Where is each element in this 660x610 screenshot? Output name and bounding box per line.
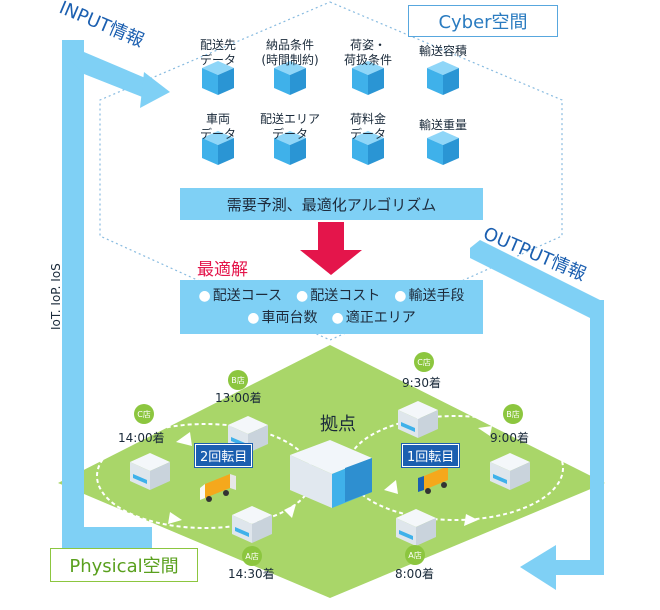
right-route-loop: [346, 415, 564, 521]
algorithm-box: 需要予測、最適化アルゴリズム: [180, 188, 483, 220]
data-item-line: データ: [271, 127, 308, 141]
data-item-line: 輸送重量: [418, 118, 467, 132]
data-cube-icon: [274, 61, 306, 95]
data-cube-icon: [274, 131, 306, 165]
data-item-line: (時間制約): [261, 53, 319, 67]
store-building-icon: [130, 453, 170, 490]
data-cube-icon: [427, 61, 459, 95]
data-cube-icon: [202, 61, 234, 95]
data-cube-icon: [352, 61, 384, 95]
hub-label: 拠点: [320, 414, 356, 435]
data-item-line: 荷姿・: [349, 38, 386, 52]
hub-building: [290, 440, 372, 508]
data-item-line: データ: [199, 53, 236, 67]
store-building-icon: [232, 506, 272, 543]
data-item-label: 配送先データ: [173, 38, 263, 68]
store-badge: B店: [228, 370, 248, 390]
iot-label: IoT. IoP. IoS: [49, 263, 63, 330]
store-badge: C店: [414, 352, 434, 372]
store-badge: A店: [405, 545, 425, 565]
data-item-line: 輸送容積: [418, 44, 467, 58]
data-item-line: 車両: [205, 112, 230, 126]
optimal-item: 車両台数: [247, 307, 318, 329]
data-item-line: 配送先: [199, 38, 236, 52]
optimal-item: 輸送手段: [394, 285, 464, 307]
data-cube-icon: [202, 131, 234, 165]
store-arrival-time: 14:30着: [228, 567, 275, 581]
store-buildings: [130, 401, 530, 546]
data-item-line: 配送エリア: [259, 112, 320, 126]
store-building-icon: [398, 401, 438, 438]
store-building-icon: [490, 453, 530, 490]
data-item-line: 荷料金: [349, 112, 386, 126]
cyber-space-outline: [99, 1, 563, 341]
input-arrow: [62, 40, 170, 549]
data-item-line: 納品条件: [265, 38, 314, 52]
optimal-item: 適正エリア: [332, 307, 416, 329]
store-arrival-time: 9:00着: [490, 431, 529, 445]
route-arrowheads: [168, 426, 492, 526]
truck-left: [200, 474, 236, 502]
optimal-items-row-2: 車両台数 適正エリア: [180, 307, 483, 329]
data-item-line: データ: [199, 127, 236, 141]
truck-right: [418, 466, 448, 494]
data-item-label: 配送エリアデータ: [245, 112, 335, 142]
optimal-item: 配送コース: [199, 285, 282, 307]
trip-count-tag: 1回転目: [400, 443, 461, 468]
data-cube-icon: [427, 131, 459, 165]
store-building-icon: [396, 509, 436, 546]
store-badge: B店: [503, 404, 523, 424]
data-cube-icon: [352, 131, 384, 165]
store-badge: A店: [242, 546, 262, 566]
down-arrow: [300, 222, 362, 275]
optimal-items-row-1: 配送コース 配送コスト 輸送手段: [180, 285, 483, 307]
data-item-label: 輸送容積: [398, 44, 488, 59]
store-arrival-time: 9:30着: [402, 376, 441, 390]
store-arrival-time: 8:00着: [395, 567, 434, 581]
store-badge: C店: [134, 404, 154, 424]
data-item-label: 納品条件(時間制約): [245, 38, 335, 68]
data-item-label: 荷料金データ: [323, 112, 413, 142]
optimal-solution-box: 配送コース 配送コスト 輸送手段 車両台数 適正エリア: [180, 280, 483, 334]
optimal-solution-title: 最適解: [197, 260, 248, 280]
store-arrival-time: 13:00着: [215, 391, 262, 405]
cyber-space-label: Cyber空間: [408, 5, 558, 37]
data-item-label: 荷姿・荷扱条件: [323, 38, 413, 68]
output-arrow: [470, 240, 604, 590]
optimal-item: 配送コスト: [296, 285, 380, 307]
data-cubes: [202, 61, 459, 165]
data-item-label: 車両データ: [173, 112, 263, 142]
store-arrival-time: 14:00着: [118, 431, 165, 445]
data-item-line: 荷扱条件: [343, 53, 392, 67]
data-item-line: データ: [349, 127, 386, 141]
data-item-label: 輸送重量: [398, 118, 488, 133]
trip-count-tag: 2回転目: [193, 443, 254, 468]
physical-space-label: Physical空間: [50, 548, 198, 582]
